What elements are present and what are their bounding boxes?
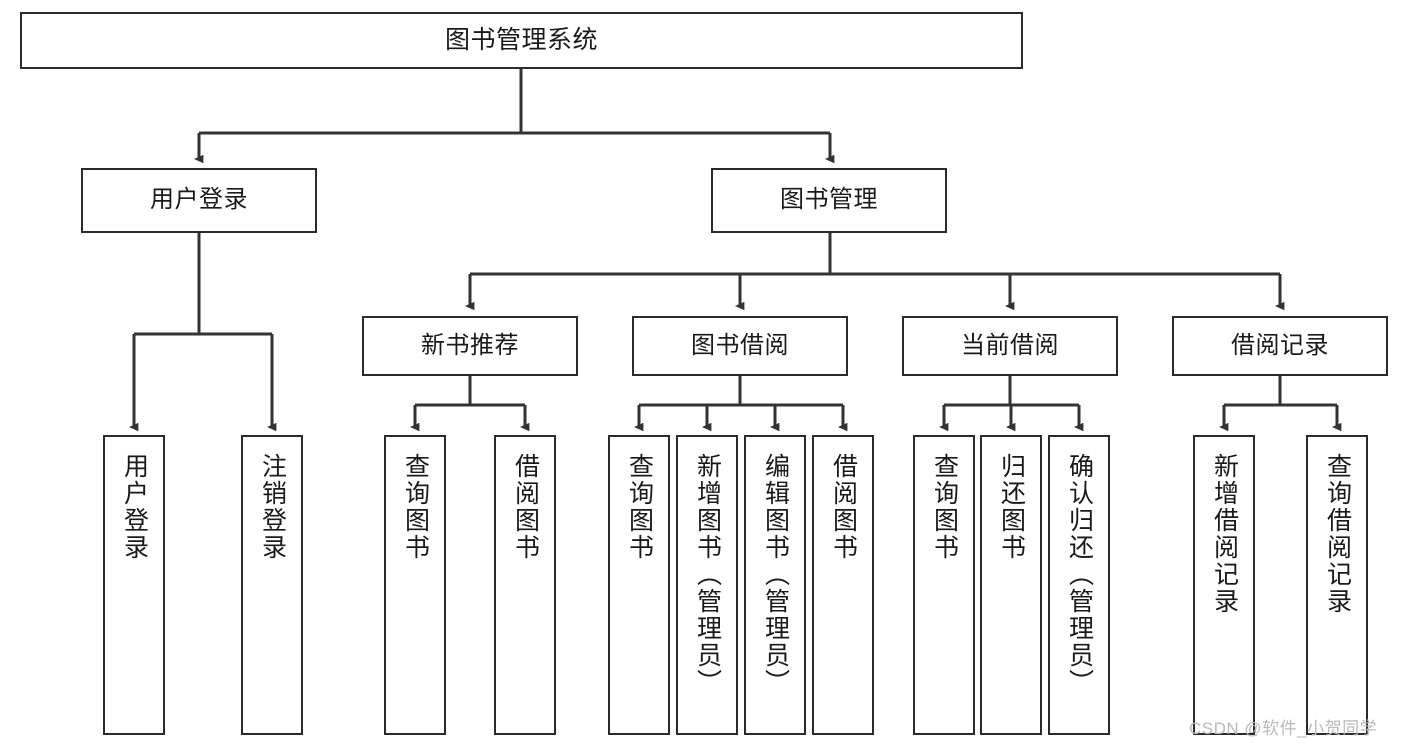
node-label: 归还图书 [997,453,1026,561]
node-label: 用户登录 [120,453,149,561]
node-label: 借阅图书 [829,453,858,561]
node-label: 查询图书 [625,453,654,561]
node-user-login[interactable]: 用户登录 [81,168,317,233]
node-current-borrow[interactable]: 当前借阅 [902,316,1118,376]
node-label: 图书管理 [780,186,878,214]
node-label: 编辑图书（管理员） [761,453,790,696]
node-leaf-user-login[interactable]: 用户登录 [103,435,165,735]
node-leaf-query-book-2[interactable]: 查询图书 [608,435,670,735]
node-new-book-recommend[interactable]: 新书推荐 [362,316,578,376]
node-label: 用户登录 [150,186,248,214]
node-leaf-query-book-3[interactable]: 查询图书 [913,435,975,735]
node-label: 图书借阅 [691,331,789,359]
node-root-system[interactable]: 图书管理系统 [20,12,1023,69]
node-leaf-add-book[interactable]: 新增图书（管理员） [676,435,738,735]
node-leaf-logout[interactable]: 注销登录 [241,435,303,735]
node-label: 新增图书（管理员） [693,453,722,696]
node-leaf-borrow-book-1[interactable]: 借阅图书 [494,435,556,735]
node-label: 图书管理系统 [444,25,598,54]
node-label: 查询图书 [401,453,430,561]
node-leaf-query-book-1[interactable]: 查询图书 [384,435,446,735]
node-book-management[interactable]: 图书管理 [711,168,947,233]
node-label: 查询图书 [930,453,959,561]
node-label: 确认归还（管理员） [1065,453,1094,696]
node-leaf-add-record[interactable]: 新增借阅记录 [1193,435,1255,735]
node-label: 借阅图书 [511,453,540,561]
node-leaf-borrow-book-2[interactable]: 借阅图书 [812,435,874,735]
node-borrow-record[interactable]: 借阅记录 [1172,316,1388,376]
node-leaf-query-record[interactable]: 查询借阅记录 [1306,435,1368,735]
node-label: 新增借阅记录 [1210,453,1239,615]
node-label: 当前借阅 [961,331,1059,359]
node-leaf-return-book[interactable]: 归还图书 [980,435,1042,735]
node-leaf-edit-book[interactable]: 编辑图书（管理员） [744,435,806,735]
node-book-borrow[interactable]: 图书借阅 [632,316,848,376]
node-label: 查询借阅记录 [1323,453,1352,615]
node-leaf-confirm-return[interactable]: 确认归还（管理员） [1048,435,1110,735]
node-label: 借阅记录 [1231,331,1329,359]
node-label: 新书推荐 [421,331,519,359]
watermark-text: CSDN @软件_小贺同学 [1189,719,1378,738]
node-label: 注销登录 [258,453,287,561]
